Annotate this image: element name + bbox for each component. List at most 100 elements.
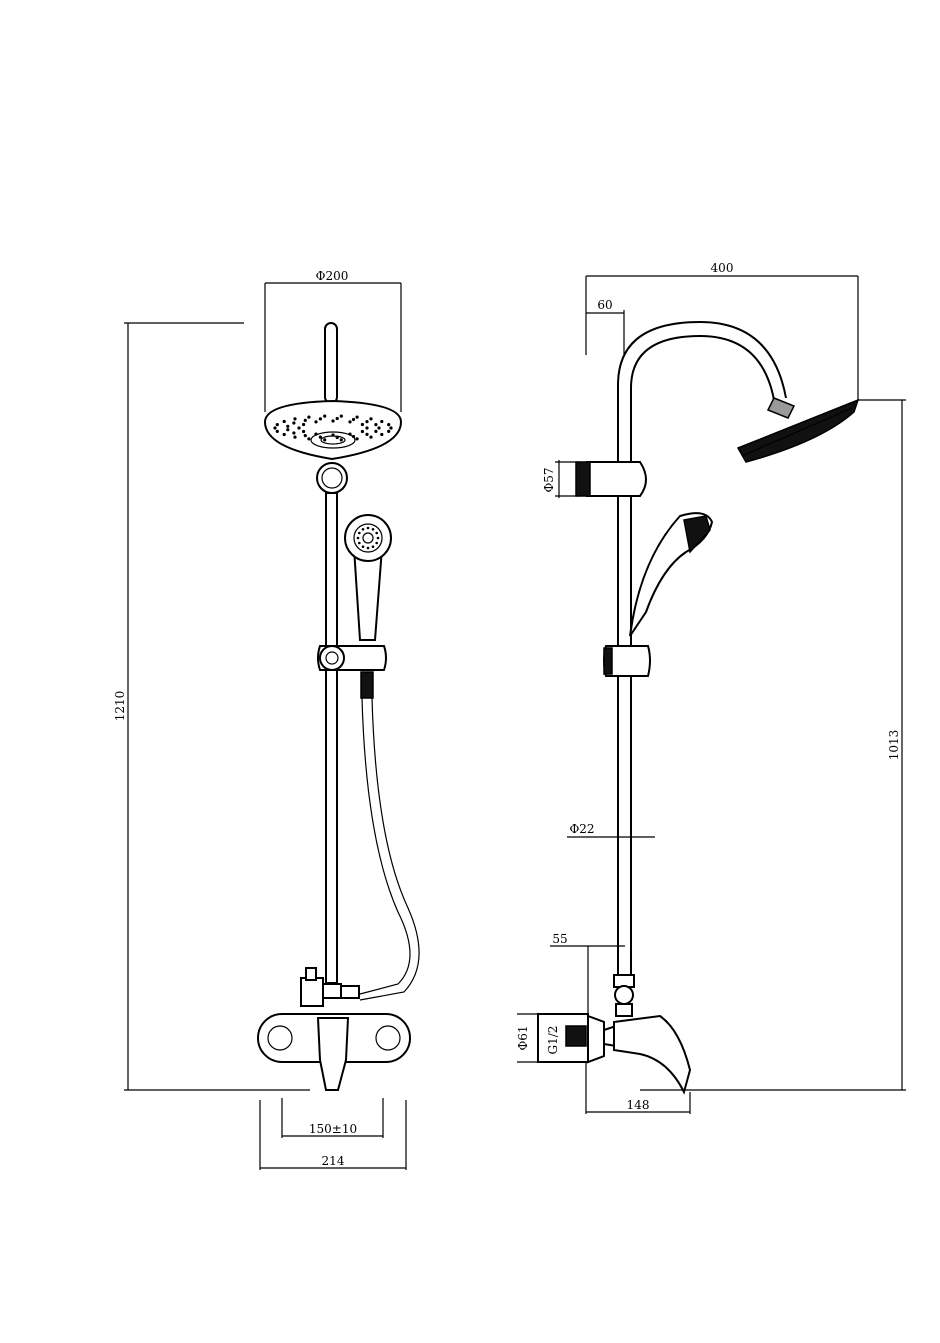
nozzle-dot: [351, 434, 356, 439]
mixer-side: Φ61 G1/2: [516, 1013, 692, 1095]
nozzle-dot: [380, 432, 384, 437]
dim-head-diameter-label: Φ200: [316, 269, 349, 283]
nozzle-dot: [282, 432, 286, 437]
nozzle-dot: [292, 421, 296, 425]
nozzle-dot: [377, 426, 381, 430]
side-view: 400 60 1013: [516, 261, 906, 1114]
dim-arm-offset-label: 60: [597, 298, 612, 312]
nozzle-dot: [339, 438, 343, 442]
mixer-front: [257, 1013, 411, 1091]
hand-shower-side: [629, 512, 714, 637]
dimension-inlet-spacing: 150±10: [281, 1098, 384, 1138]
nozzle-dot: [355, 415, 359, 419]
nozzle-dot: [387, 423, 391, 427]
nozzle-dot: [307, 437, 311, 441]
nozzle-dot: [293, 435, 297, 439]
diverter-side: [613, 974, 635, 1017]
dim-arm-reach-label: 400: [711, 261, 734, 275]
nozzle-dot: [282, 419, 286, 424]
dimension-mixer-width: 214: [259, 1100, 407, 1170]
nozzle-dot: [273, 426, 277, 430]
nozzle-dot: [318, 435, 322, 439]
dimension-total-height: 1210: [113, 322, 310, 1091]
dimension-arm-offset: 60: [586, 298, 625, 355]
sliding-holder-front: [317, 645, 387, 671]
nozzle-dot: [302, 429, 306, 434]
nozzle-dot: [314, 420, 318, 424]
nozzle-dot: [389, 426, 393, 430]
shower-arm-side: [617, 320, 787, 975]
dimension-head-height: 1013: [640, 399, 906, 1091]
rain-shower-head-side: [736, 397, 860, 463]
nozzle-dot: [331, 419, 335, 423]
nozzle-dot: [369, 435, 373, 439]
dim-escutcheon-diameter-label: Φ61: [516, 1025, 530, 1050]
dim-mixer-width-label: 214: [322, 1154, 345, 1168]
dimension-rail-diameter: Φ22: [567, 822, 655, 838]
nozzle-dot: [286, 428, 290, 432]
dim-rail-diameter-label: Φ22: [569, 822, 594, 836]
nozzle-dot: [335, 416, 339, 421]
nozzle-dot: [292, 431, 296, 435]
nozzle-dot: [360, 422, 364, 427]
nozzle-dot: [365, 432, 369, 436]
hand-nozzle-dot: [371, 528, 375, 531]
flexible-hose: [359, 671, 420, 1001]
hand-nozzle-dot: [366, 546, 370, 550]
hand-nozzle-dot: [358, 531, 361, 535]
nozzle-dot: [302, 422, 306, 427]
nozzle-dot: [365, 420, 369, 424]
front-view: 1210 Φ200: [113, 269, 420, 1170]
nozzle-dot: [351, 417, 356, 422]
hand-nozzle-dot: [361, 528, 365, 531]
dim-holder-diameter-label: Φ57: [542, 467, 556, 492]
nozzle-dot: [348, 432, 352, 436]
nozzle-dot: [297, 426, 301, 430]
dimension-arm-reach: 400: [585, 261, 859, 400]
nozzle-dot: [360, 429, 364, 434]
nozzle-dot: [380, 419, 384, 424]
nozzle-dot: [307, 415, 311, 419]
upper-holder-side: Φ57: [542, 460, 647, 498]
nozzle-dot: [323, 438, 327, 442]
nozzle-dot: [323, 414, 327, 418]
dimension-wall-offset: 55: [550, 932, 625, 1024]
diverter-front: [300, 967, 360, 1007]
nozzle-dot: [339, 414, 343, 418]
nozzle-dot: [387, 429, 391, 433]
nozzle-dot: [369, 417, 373, 421]
hand-nozzle-pattern: [356, 526, 380, 550]
hand-nozzle-dot: [371, 545, 375, 548]
upper-holder-front: [316, 462, 348, 494]
nozzle-dot: [303, 418, 307, 422]
nozzle-dot: [275, 429, 279, 433]
sliding-holder-side: [603, 645, 651, 677]
nozzle-dot: [318, 417, 322, 421]
dimension-spout-length: 148: [585, 1062, 691, 1114]
nozzle-dot: [348, 420, 352, 424]
nozzle-dot: [275, 423, 279, 427]
hand-nozzle-dot: [358, 541, 361, 545]
dim-head-height-label: 1013: [887, 730, 901, 761]
nozzle-dot: [374, 429, 378, 433]
nozzle-dot: [303, 434, 307, 438]
dim-spout-length-label: 148: [627, 1098, 650, 1112]
hand-nozzle-dot: [356, 536, 360, 540]
slide-rail-front: [325, 492, 338, 984]
nozzle-dot: [293, 417, 297, 421]
dim-inlet-spacing-label: 150±10: [309, 1122, 357, 1136]
hand-nozzle-dot: [375, 541, 379, 545]
nozzle-dot: [335, 435, 339, 440]
hand-nozzle-dot: [366, 526, 370, 530]
hand-nozzle-dot: [361, 545, 365, 548]
dimension-head-diameter: Φ200: [264, 269, 402, 412]
dim-wall-offset-label: 55: [552, 932, 567, 946]
dim-thread-label: G1/2: [546, 1026, 560, 1055]
hand-shower-front: [344, 514, 392, 641]
hand-nozzle-dot: [376, 536, 380, 540]
nozzle-dot: [374, 423, 378, 427]
nozzle-dot: [331, 433, 335, 437]
hand-nozzle-dot: [375, 531, 379, 535]
nozzle-dot: [314, 432, 318, 436]
